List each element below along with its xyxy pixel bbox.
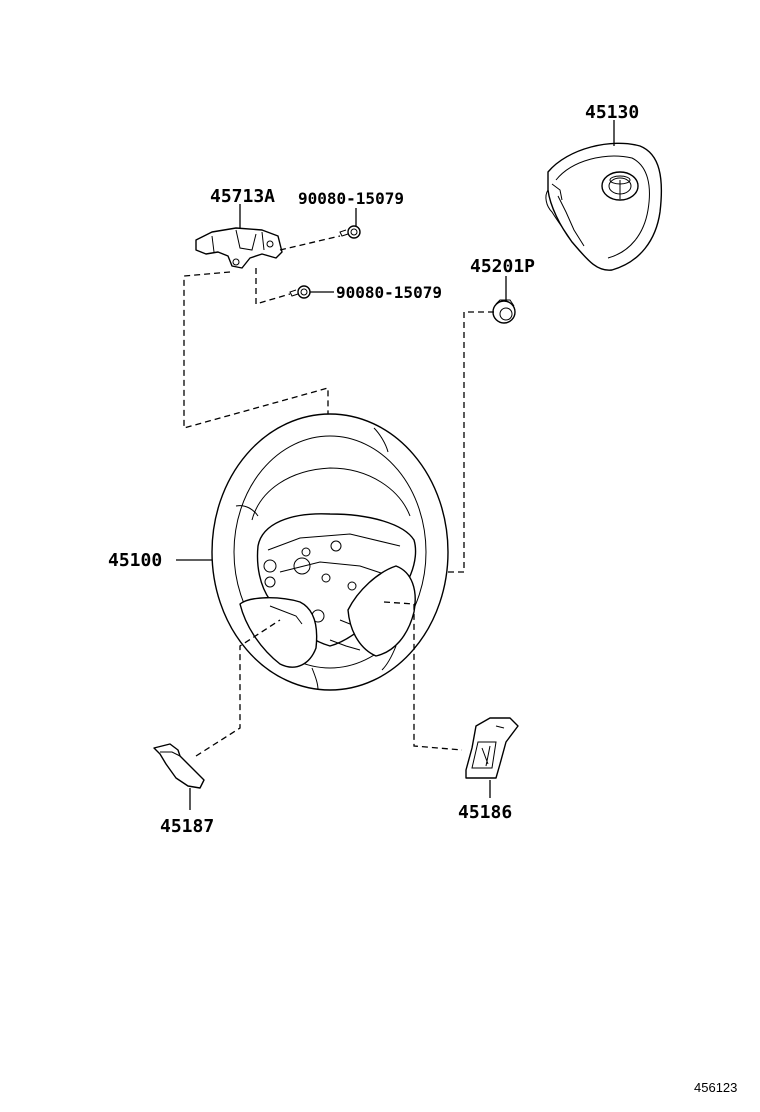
toyota-emblem-icon — [601, 171, 639, 201]
figure-number: 456123 — [694, 1080, 737, 1095]
label-screw-mid: 90080-15079 — [336, 283, 442, 302]
lower-cover-right[interactable] — [465, 717, 519, 779]
label-cap: 45201P — [470, 256, 535, 277]
label-bracket: 45713A — [210, 186, 275, 207]
label-screw-top: 90080-15079 — [298, 189, 404, 208]
bracket-part[interactable] — [195, 227, 283, 269]
airbag-assembly[interactable] — [545, 142, 663, 271]
label-lower-cover-right: 45186 — [458, 802, 512, 823]
steering-wheel[interactable] — [211, 413, 449, 691]
screw-top[interactable] — [339, 225, 361, 239]
screw-middle[interactable] — [289, 285, 311, 299]
lower-cover-left[interactable] — [153, 743, 205, 789]
label-wheel: 45100 — [108, 550, 162, 571]
cap-part[interactable] — [492, 299, 516, 324]
label-airbag: 45130 — [585, 102, 639, 123]
label-lower-cover-left: 45187 — [160, 816, 214, 837]
